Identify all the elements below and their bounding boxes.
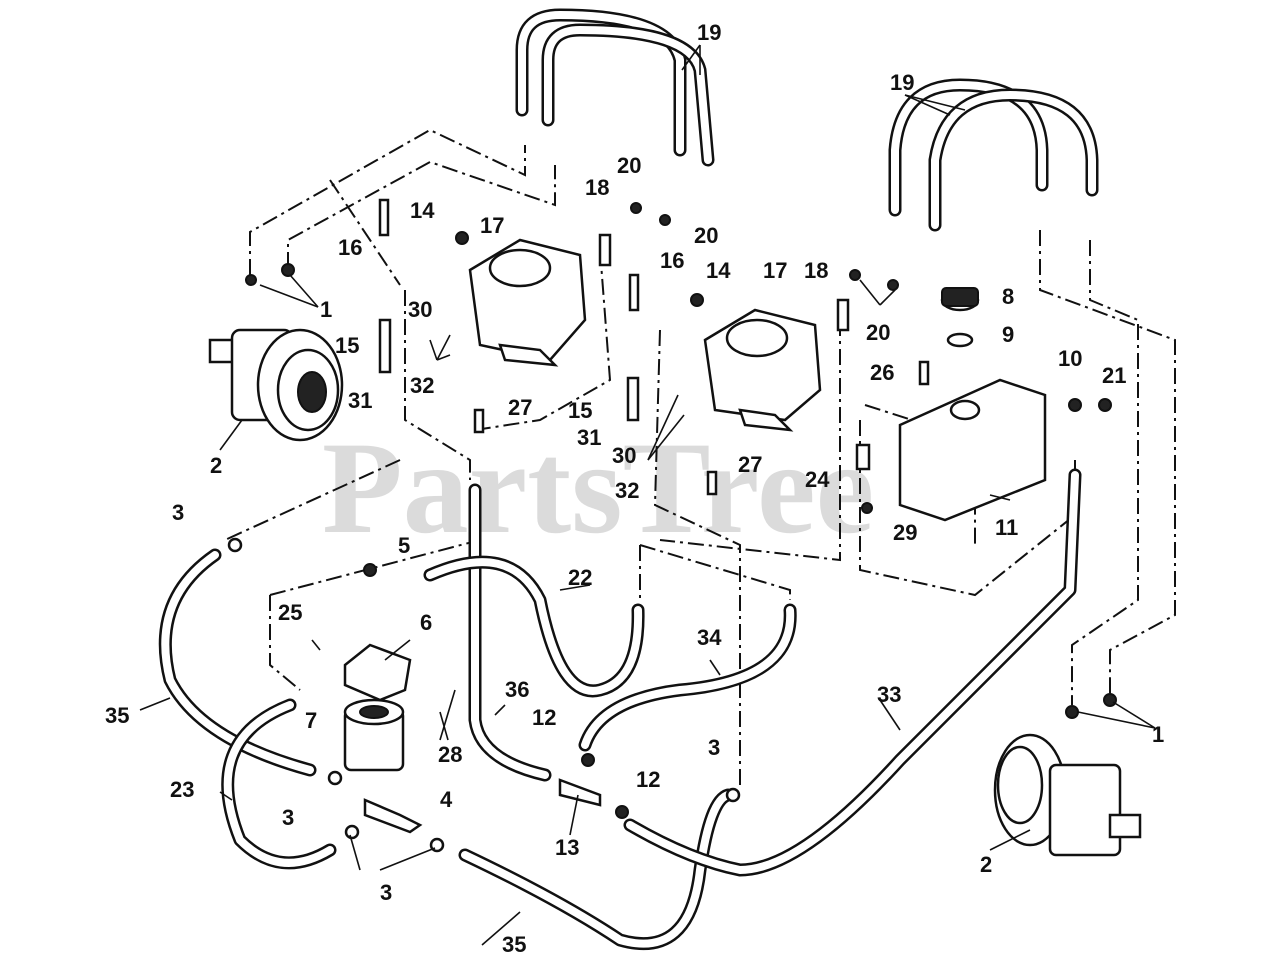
callout-17-a: 17 xyxy=(480,213,504,238)
callout-9: 9 xyxy=(1002,322,1014,347)
callout-3-a: 3 xyxy=(172,500,184,525)
callout-5: 5 xyxy=(398,533,410,558)
callout-15-a: 15 xyxy=(335,333,359,358)
callout-12-b: 12 xyxy=(636,767,660,792)
callout-11: 11 xyxy=(995,515,1018,540)
callout-14-b: 14 xyxy=(706,258,731,283)
callout-18-a: 18 xyxy=(585,175,609,200)
callout-30-b: 30 xyxy=(612,443,636,468)
callout-35-b: 35 xyxy=(502,932,526,957)
callout-6: 6 xyxy=(420,610,432,635)
callout-22: 22 xyxy=(568,565,592,590)
callout-17-b: 17 xyxy=(763,258,787,283)
callout-20-b: 20 xyxy=(694,223,718,248)
hoses-19-left xyxy=(515,8,715,167)
callout-19-b: 19 xyxy=(890,70,914,95)
callout-28: 28 xyxy=(438,742,462,767)
callout-29: 29 xyxy=(893,520,917,545)
callout-25: 25 xyxy=(278,600,302,625)
callout-3-d: 3 xyxy=(708,735,720,760)
reservoir-tank xyxy=(898,378,1047,522)
callout-31-a: 31 xyxy=(348,388,372,413)
filter xyxy=(343,698,405,772)
callout-7: 7 xyxy=(305,708,317,733)
filter-head xyxy=(343,643,412,702)
callout-33: 33 xyxy=(877,682,901,707)
callout-2-left: 2 xyxy=(210,453,222,478)
callout-20-a: 20 xyxy=(617,153,641,178)
callout-4: 4 xyxy=(440,787,453,812)
callout-13: 13 xyxy=(555,835,579,860)
callout-1-right: 1 xyxy=(1152,722,1164,747)
callout-8: 8 xyxy=(1002,284,1014,309)
callout-30-a: 30 xyxy=(408,297,432,322)
callout-10: 10 xyxy=(1058,346,1082,371)
pump-right xyxy=(703,308,822,432)
leader-lines xyxy=(139,44,1156,946)
callout-24: 24 xyxy=(805,467,830,492)
tank-cap xyxy=(940,287,980,348)
callout-31-b: 31 xyxy=(577,425,601,450)
watermark: PartsTree xyxy=(322,414,874,561)
hoses-19-right xyxy=(888,78,1099,232)
reference-lines xyxy=(224,128,1176,790)
callout-14-a: 14 xyxy=(410,198,435,223)
callout-18-b: 18 xyxy=(804,258,828,283)
callout-16-a: 16 xyxy=(338,235,362,260)
callout-1-left: 1 xyxy=(320,297,332,322)
callout-32-a: 32 xyxy=(410,373,434,398)
callout-16-b: 16 xyxy=(660,248,684,273)
callout-15-b: 15 xyxy=(568,398,592,423)
callout-26: 26 xyxy=(870,360,894,385)
callout-27-a: 27 xyxy=(508,395,532,420)
wheel-motor-right xyxy=(993,733,1142,857)
callout-labels: 1 1 2 2 3 3 3 3 4 5 6 7 8 9 10 11 12 12 … xyxy=(105,20,1164,957)
callout-35-a: 35 xyxy=(105,703,129,728)
callout-21: 21 xyxy=(1102,363,1126,388)
callout-19-a: 19 xyxy=(697,20,721,45)
wheel-motor-left xyxy=(208,328,344,442)
callout-36: 36 xyxy=(505,677,529,702)
pump-left xyxy=(468,238,587,367)
callout-32-b: 32 xyxy=(615,478,639,503)
callout-2-right: 2 xyxy=(980,852,992,877)
lower-hoses xyxy=(158,468,1082,951)
fittings xyxy=(227,198,1117,853)
callout-3-b: 3 xyxy=(282,805,294,830)
callout-23: 23 xyxy=(170,777,194,802)
callout-3-c: 3 xyxy=(380,880,392,905)
callout-20-c: 20 xyxy=(866,320,890,345)
callout-34: 34 xyxy=(697,625,722,650)
callout-12-a: 12 xyxy=(532,705,556,730)
callout-27-b: 27 xyxy=(738,452,762,477)
